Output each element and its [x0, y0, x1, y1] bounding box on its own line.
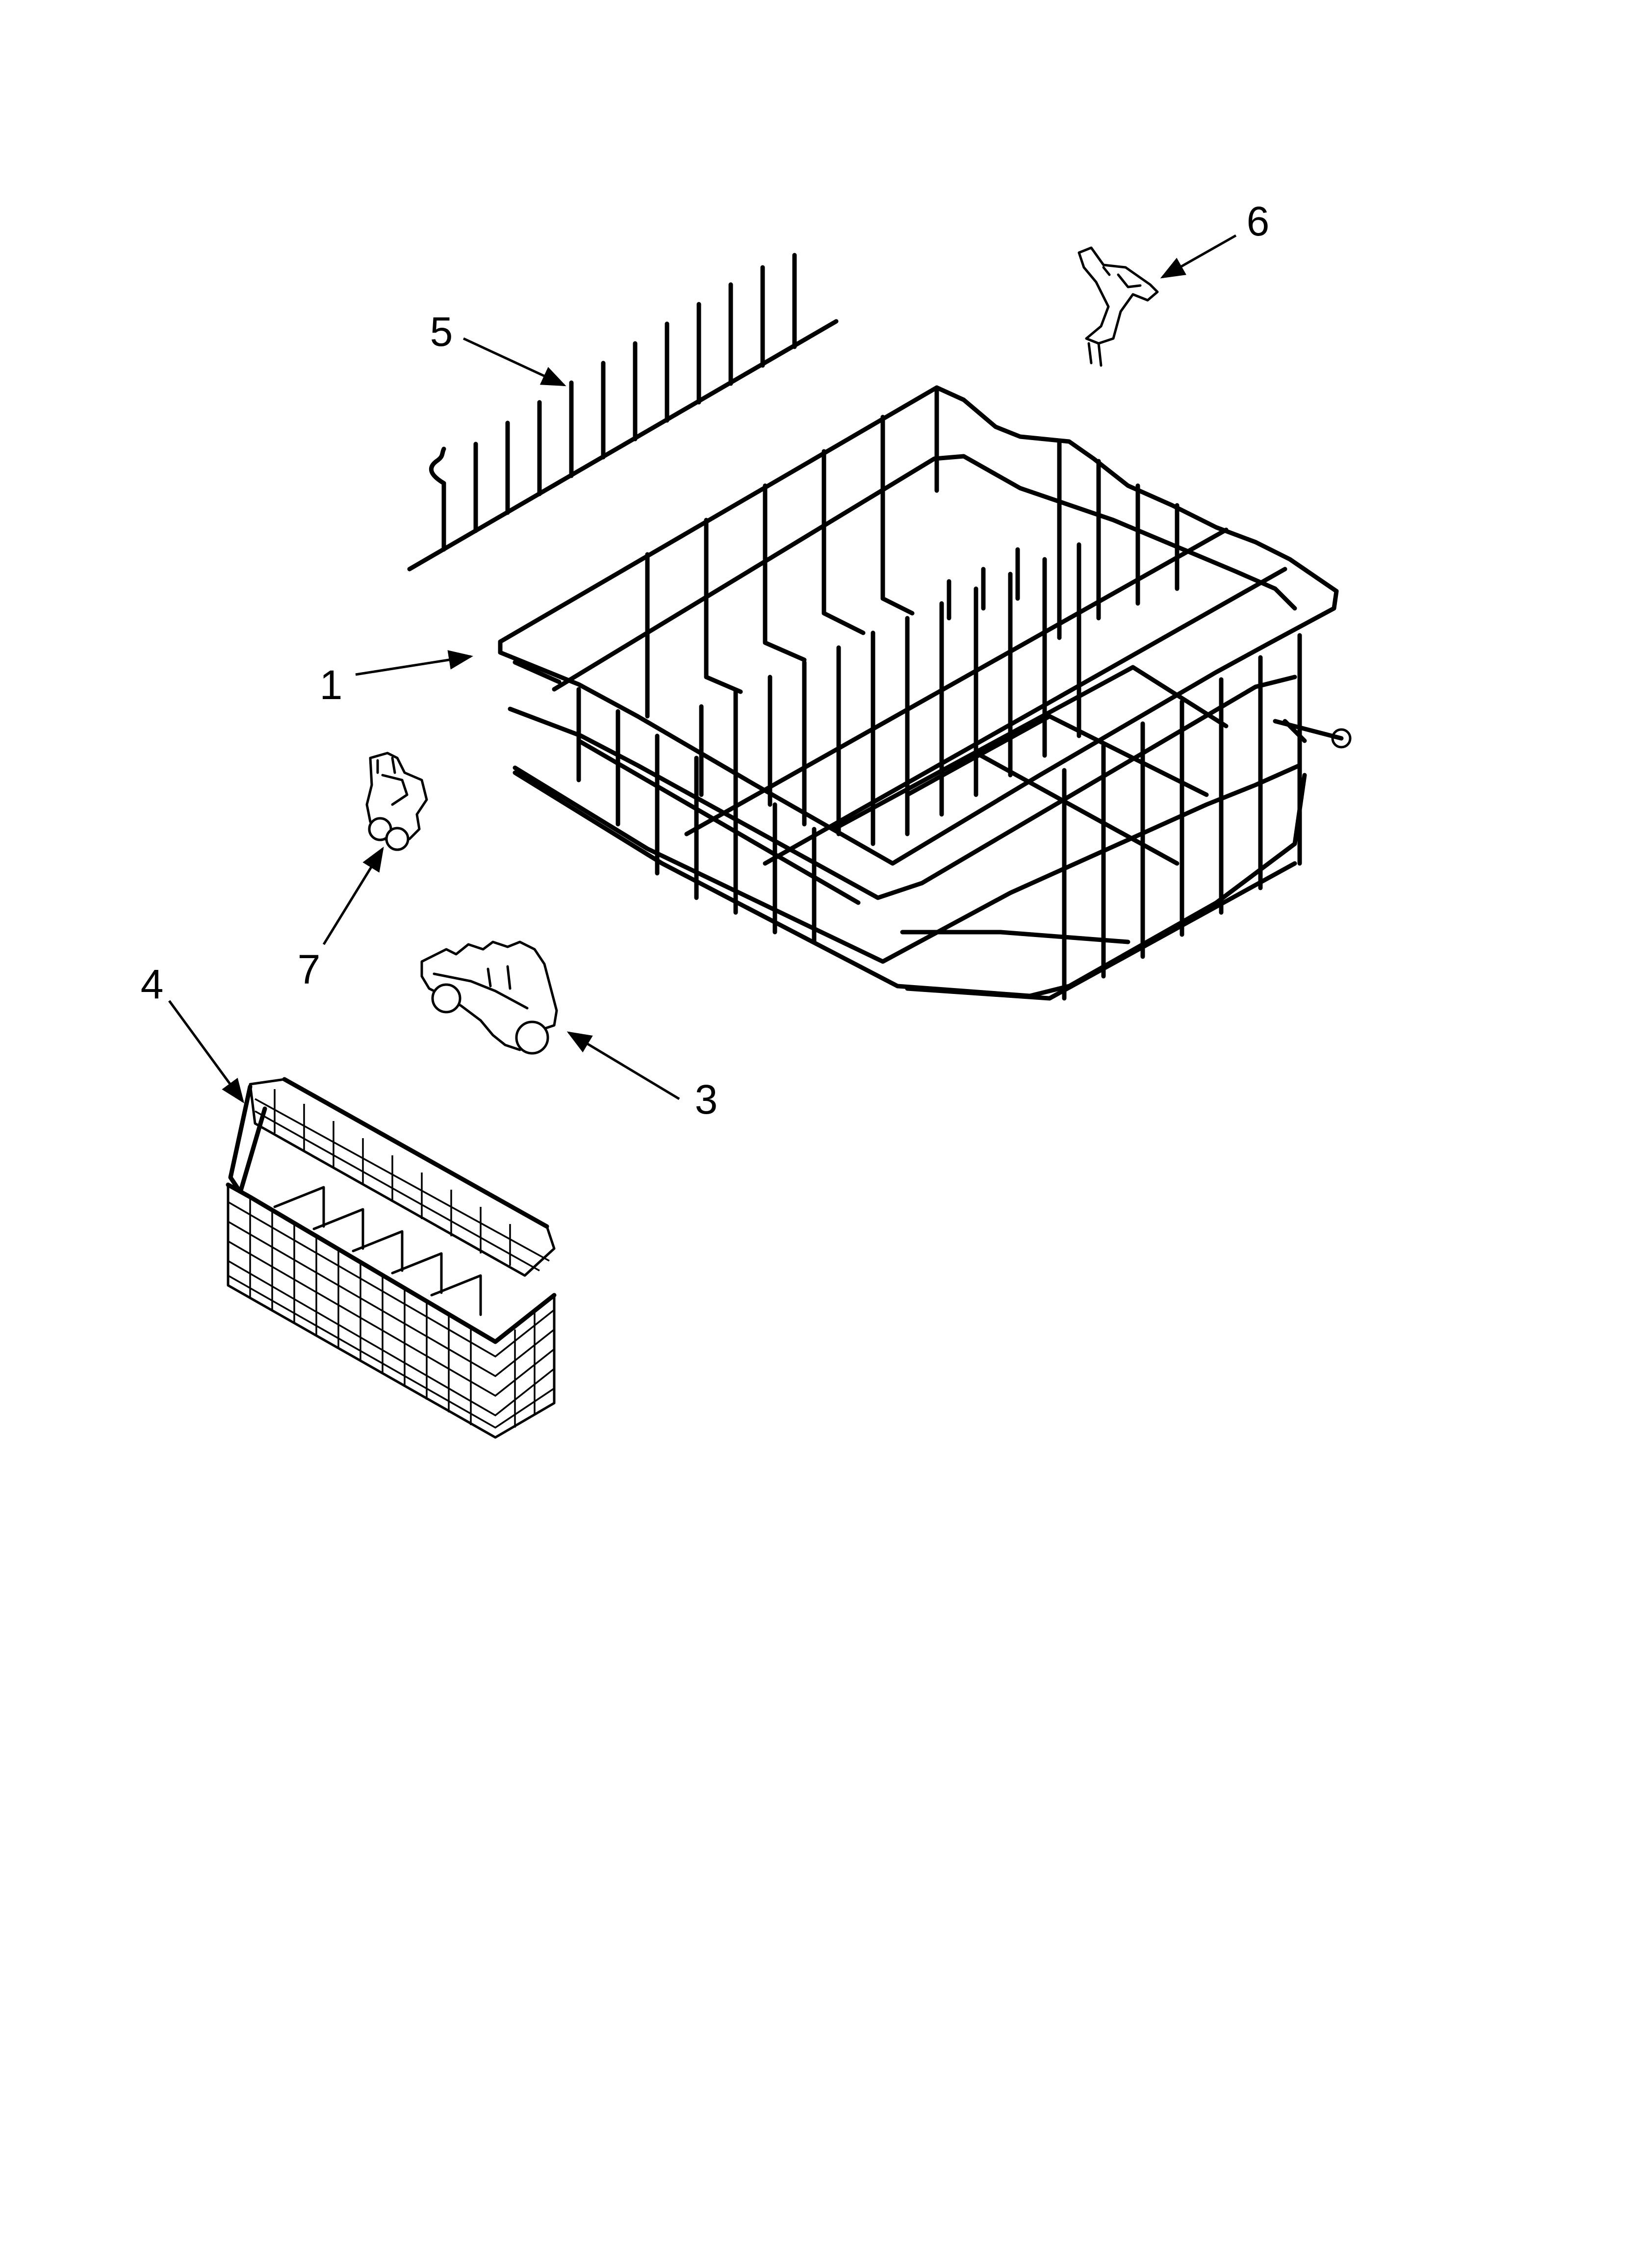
- callout-7: 7: [298, 946, 321, 992]
- silverware-basket-part-4: [226, 1077, 557, 1439]
- tine-row-part-5: [407, 253, 839, 572]
- clip-part-6: [1078, 246, 1159, 367]
- callout-4: 4: [141, 961, 164, 1007]
- bracket-part-7: [365, 752, 428, 851]
- callout-6: 6: [1247, 198, 1270, 244]
- leader-lines: [168, 234, 1237, 1104]
- callout-5: 5: [430, 309, 453, 355]
- callout-labels: 1 3 4 5 6 7: [141, 198, 1270, 1122]
- callout-1: 1: [320, 662, 343, 708]
- dishrack-part-1: [498, 385, 1352, 1001]
- callout-3: 3: [695, 1076, 718, 1122]
- roller-bracket-part-3: [420, 940, 558, 1055]
